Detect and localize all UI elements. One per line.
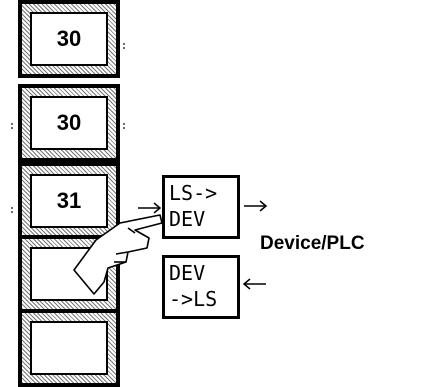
arrow-right-icon — [244, 201, 266, 211]
pointing-hand-icon — [74, 215, 162, 294]
arrow-left-icon — [244, 279, 266, 289]
dotted-connector — [11, 43, 125, 213]
arrow-right-icon — [138, 203, 160, 213]
